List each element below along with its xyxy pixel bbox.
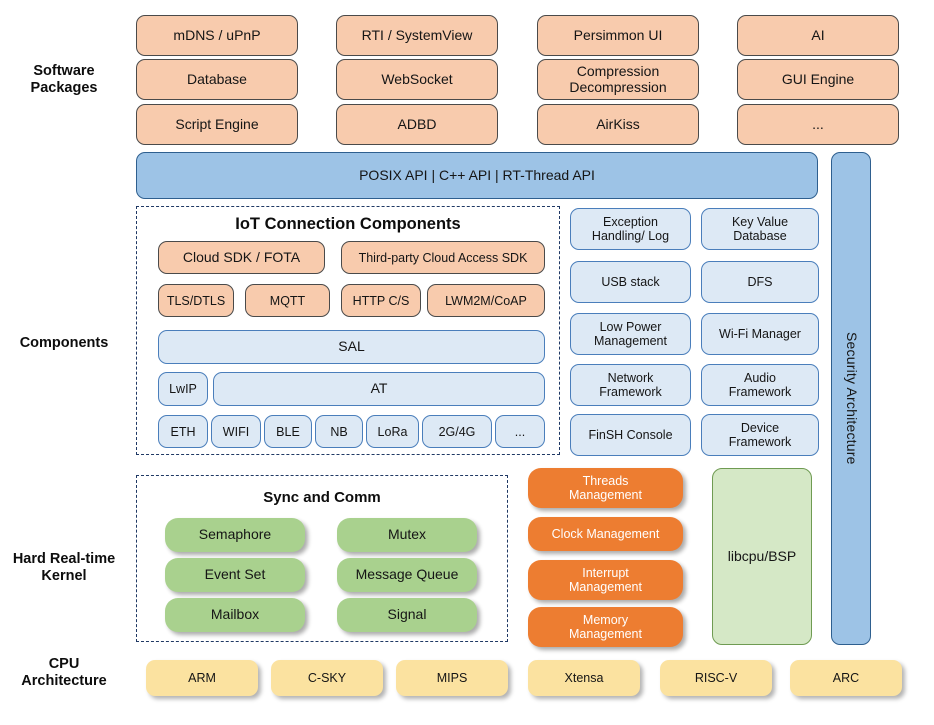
component-box-usb-stack[interactable]: USB stack: [570, 261, 691, 303]
iot-connection-group-title: IoT Connection Components: [235, 215, 461, 233]
cpu-box-mips[interactable]: MIPS: [396, 660, 508, 696]
component-box-exception-handling-log[interactable]: Exception Handling/ Log: [570, 208, 691, 250]
iot-chip-2g-4g[interactable]: 2G/4G: [422, 415, 492, 448]
row-label-components: Components: [0, 335, 128, 352]
iot-chip-lora[interactable]: LoRa: [366, 415, 419, 448]
package-box[interactable]: GUI Engine: [737, 59, 899, 100]
cpu-box-arc[interactable]: ARC: [790, 660, 902, 696]
package-box[interactable]: AI: [737, 15, 899, 56]
iot-box-at[interactable]: AT: [213, 372, 545, 406]
iot-box-third-party-cloud-sdk[interactable]: Third-party Cloud Access SDK: [341, 241, 545, 274]
security-architecture-bar[interactable]: Security Architecture: [831, 152, 871, 645]
package-box[interactable]: WebSocket: [336, 59, 498, 100]
row-label-line: Components: [19, 335, 109, 351]
iot-box-tls-dtls[interactable]: TLS/DTLS: [158, 284, 234, 317]
sync-box-event-set[interactable]: Event Set: [165, 558, 305, 592]
component-box-device-framework[interactable]: Device Framework: [701, 414, 819, 456]
iot-box-mqtt[interactable]: MQTT: [245, 284, 330, 317]
kernel-box-threads-management[interactable]: Threads Management: [528, 468, 683, 508]
package-box[interactable]: ADBD: [336, 104, 498, 145]
iot-chip-eth[interactable]: ETH: [158, 415, 208, 448]
cpu-box-xtensa[interactable]: Xtensa: [528, 660, 640, 696]
sync-box-mailbox[interactable]: Mailbox: [165, 598, 305, 632]
component-box-dfs[interactable]: DFS: [701, 261, 819, 303]
iot-box-lwip[interactable]: LwIP: [158, 372, 208, 406]
package-box[interactable]: ...: [737, 104, 899, 145]
sync-box-semaphore[interactable]: Semaphore: [165, 518, 305, 552]
sync-and-comm-group: [136, 475, 508, 642]
iot-chip-more[interactable]: ...: [495, 415, 545, 448]
sync-box-signal[interactable]: Signal: [337, 598, 477, 632]
iot-chip-ble[interactable]: BLE: [264, 415, 312, 448]
sync-box-message-queue[interactable]: Message Queue: [337, 558, 477, 592]
row-label-cpu-architecture: CPU Architecture: [0, 656, 128, 690]
component-box-network-framework[interactable]: Network Framework: [570, 364, 691, 406]
package-box[interactable]: Compression Decompression: [537, 59, 699, 100]
iot-box-http-cs[interactable]: HTTP C/S: [341, 284, 421, 317]
kernel-box-interrupt-management[interactable]: Interrupt Management: [528, 560, 683, 600]
package-box[interactable]: RTI / SystemView: [336, 15, 498, 56]
cpu-box-c-sky[interactable]: C-SKY: [271, 660, 383, 696]
iot-box-lwm2m-coap[interactable]: LWM2M/CoAP: [427, 284, 545, 317]
iot-chip-nb[interactable]: NB: [315, 415, 363, 448]
iot-box-cloud-sdk-fota[interactable]: Cloud SDK / FOTA: [158, 241, 325, 274]
row-label-line: CPU Architecture: [21, 656, 107, 689]
component-box-key-value-database[interactable]: Key Value Database: [701, 208, 819, 250]
iot-chip-wifi[interactable]: WIFI: [211, 415, 261, 448]
kernel-box-clock-management[interactable]: Clock Management: [528, 517, 683, 551]
row-label-line: Software Packages: [30, 63, 98, 96]
package-box[interactable]: Script Engine: [136, 104, 298, 145]
kernel-box-memory-management[interactable]: Memory Management: [528, 607, 683, 647]
row-label-line: Hard Real-time Kernel: [12, 551, 116, 584]
cpu-box-arm[interactable]: ARM: [146, 660, 258, 696]
package-box[interactable]: mDNS / uPnP: [136, 15, 298, 56]
sync-and-comm-group-title: Sync and Comm: [263, 489, 381, 506]
package-box[interactable]: Persimmon UI: [537, 15, 699, 56]
iot-connection-group: [136, 206, 560, 455]
row-label-hard-rt-kernel: Hard Real-time Kernel: [0, 551, 128, 585]
package-box[interactable]: Database: [136, 59, 298, 100]
cpu-box-risc-v[interactable]: RISC-V: [660, 660, 772, 696]
row-label-software-packages: Software Packages: [0, 63, 128, 97]
iot-box-sal[interactable]: SAL: [158, 330, 545, 364]
api-bar[interactable]: POSIX API | C++ API | RT-Thread API: [136, 152, 818, 199]
package-box[interactable]: AirKiss: [537, 104, 699, 145]
component-box-finsh-console[interactable]: FinSH Console: [570, 414, 691, 456]
libcpu-bsp-box[interactable]: libcpu/BSP: [712, 468, 812, 645]
component-box-wifi-manager[interactable]: Wi-Fi Manager: [701, 313, 819, 355]
sync-box-mutex[interactable]: Mutex: [337, 518, 477, 552]
component-box-audio-framework[interactable]: Audio Framework: [701, 364, 819, 406]
component-box-low-power-management[interactable]: Low Power Management: [570, 313, 691, 355]
